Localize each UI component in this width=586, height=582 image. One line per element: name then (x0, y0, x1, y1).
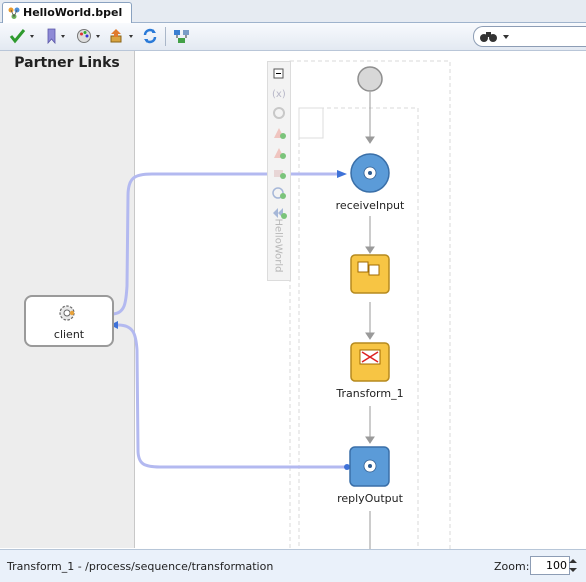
compensation-handler-icon[interactable] (271, 145, 287, 161)
status-bar: Transform_1 - /process/sequence/transfor… (0, 549, 586, 582)
partner-links-title: Partner Links (14, 55, 120, 71)
bpel-file-icon (8, 7, 20, 19)
message-handler-icon[interactable] (271, 205, 287, 221)
partner-link-client[interactable]: client (24, 295, 114, 347)
reply-link-line (117, 323, 346, 469)
event-handler-icon[interactable] (271, 185, 287, 201)
selection-path: Transform_1 - /process/sequence/transfor… (7, 560, 274, 573)
layout-button[interactable] (172, 27, 192, 45)
termination-handler-icon[interactable] (271, 165, 287, 181)
svg-text:(x): (x) (272, 89, 286, 100)
refresh-button[interactable] (141, 27, 159, 45)
scope-name-label: HelloWorld (272, 218, 284, 273)
chevron-down-icon (569, 568, 577, 572)
search-box[interactable] (473, 26, 586, 47)
tab-label: HelloWorld.bpel (23, 6, 123, 19)
bookmark-button[interactable] (44, 27, 70, 45)
search-input[interactable] (514, 29, 586, 44)
checkmark-icon (9, 29, 34, 44)
chevron-up-icon (569, 559, 577, 563)
tab-helloworld-bpel[interactable]: HelloWorld.bpel (2, 2, 132, 23)
validate-button[interactable] (9, 27, 37, 45)
deploy-icon (110, 29, 133, 43)
sequence-outline (298, 107, 419, 549)
transform-activity-label[interactable]: Transform_1 (336, 387, 404, 400)
editor-tab-bar: HelloWorld.bpel (0, 0, 586, 23)
zoom-spinner[interactable] (567, 556, 579, 575)
reply-activity-label[interactable]: replyOutput (337, 492, 403, 505)
refresh-icon (143, 28, 157, 44)
zoom-label: Zoom: (494, 560, 530, 573)
fault-handler-icon[interactable] (271, 125, 287, 141)
process-diagram (108, 60, 451, 549)
variables-icon[interactable]: (x) (271, 85, 287, 101)
scope-outline (289, 60, 451, 549)
correlation-icon[interactable] (271, 105, 287, 121)
zoom-input[interactable] (530, 556, 570, 575)
palette-button[interactable] (76, 27, 104, 45)
deploy-button[interactable] (109, 27, 137, 45)
receive-link-line (111, 172, 343, 316)
start-node (357, 66, 383, 92)
toolbar (0, 23, 586, 51)
scope-toolbar: (x) (267, 61, 291, 281)
collapse-scope-icon[interactable] (271, 66, 287, 82)
receive-activity-label[interactable]: receiveInput (335, 199, 405, 212)
bookmark-icon (47, 28, 65, 45)
binoculars-icon (480, 32, 509, 42)
layout-icon (174, 30, 189, 43)
service-gear-icon (59, 305, 75, 321)
palette-icon (77, 29, 100, 43)
client-label: client (53, 328, 85, 341)
